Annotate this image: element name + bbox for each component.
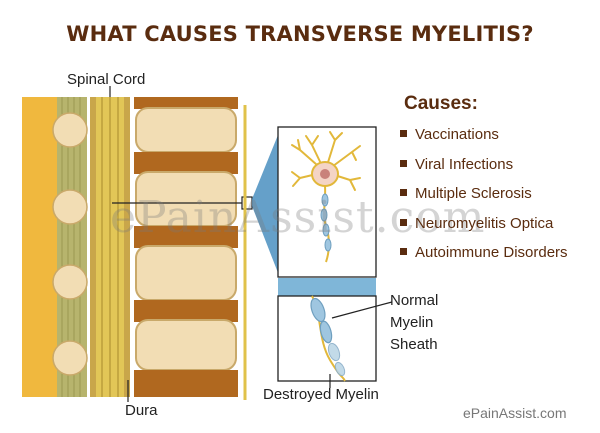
zoom-beam (252, 130, 280, 278)
cause-item: Viral Infections (400, 155, 568, 185)
bullet-icon (400, 189, 407, 197)
spinous-process (52, 340, 88, 376)
normal-myelin-label: Normal Myelin Sheath (390, 290, 438, 356)
site-credit: ePainAssist.com (463, 405, 567, 421)
destroyed-myelin-segment (327, 342, 341, 362)
spinous-process (52, 112, 88, 148)
causes-list: Vaccinations Viral Infections Multiple S… (400, 125, 568, 273)
normal-myelin-segment (319, 320, 333, 344)
watermark: ePainAssist.com (110, 192, 486, 243)
spinal-cord-label: Spinal Cord (67, 71, 146, 88)
intervertebral-disc (134, 152, 238, 174)
myelin-segment (320, 208, 328, 222)
neuron-nucleus (320, 169, 330, 179)
myelin-segment (324, 238, 332, 252)
bullet-icon (400, 218, 407, 226)
connector-band (278, 278, 376, 296)
bullet-icon (400, 130, 407, 137)
cause-item-label: Neuromyelitis Optica (415, 214, 554, 232)
bullet-icon (400, 159, 407, 167)
causes-heading: Causes: (404, 93, 478, 114)
intervertebral-disc (134, 370, 238, 397)
cause-item: Vaccinations (400, 125, 568, 155)
normal-myelin-label-line: Normal (390, 292, 439, 309)
normal-myelin-label-line: Sheath (390, 336, 438, 353)
vertebral-body (135, 107, 237, 153)
vertebral-body (135, 319, 237, 371)
myelin-segment (321, 193, 329, 207)
intervertebral-disc (134, 226, 238, 248)
bullet-icon (400, 248, 407, 256)
intervertebral-disc (134, 300, 238, 322)
cause-item-label: Autoimmune Disorders (415, 244, 568, 262)
page-title: WHAT CAUSES TRANSVERSE MYELITIS? (66, 22, 534, 46)
normal-myelin-pointer (331, 301, 393, 319)
cause-item-label: Multiple Sclerosis (415, 185, 532, 203)
cause-item-label: Vaccinations (415, 126, 499, 143)
destroyed-myelin-label: Destroyed Myelin (263, 386, 379, 403)
normal-myelin-label-line: Myelin (390, 314, 434, 331)
destroyed-myelin-segment (334, 361, 346, 377)
posterior-fat-layer (22, 97, 57, 397)
cause-item: Multiple Sclerosis (400, 184, 568, 214)
myelin-segment (322, 223, 330, 237)
vertebral-body (135, 245, 237, 301)
spinous-process (52, 189, 88, 225)
intervertebral-disc (134, 97, 238, 109)
dura-label: Dura (125, 402, 158, 419)
cause-item-label: Viral Infections (415, 155, 514, 173)
spinous-process (52, 264, 88, 300)
cause-item: Neuromyelitis Optica (400, 214, 568, 244)
cause-item: Autoimmune Disorders (400, 243, 568, 273)
